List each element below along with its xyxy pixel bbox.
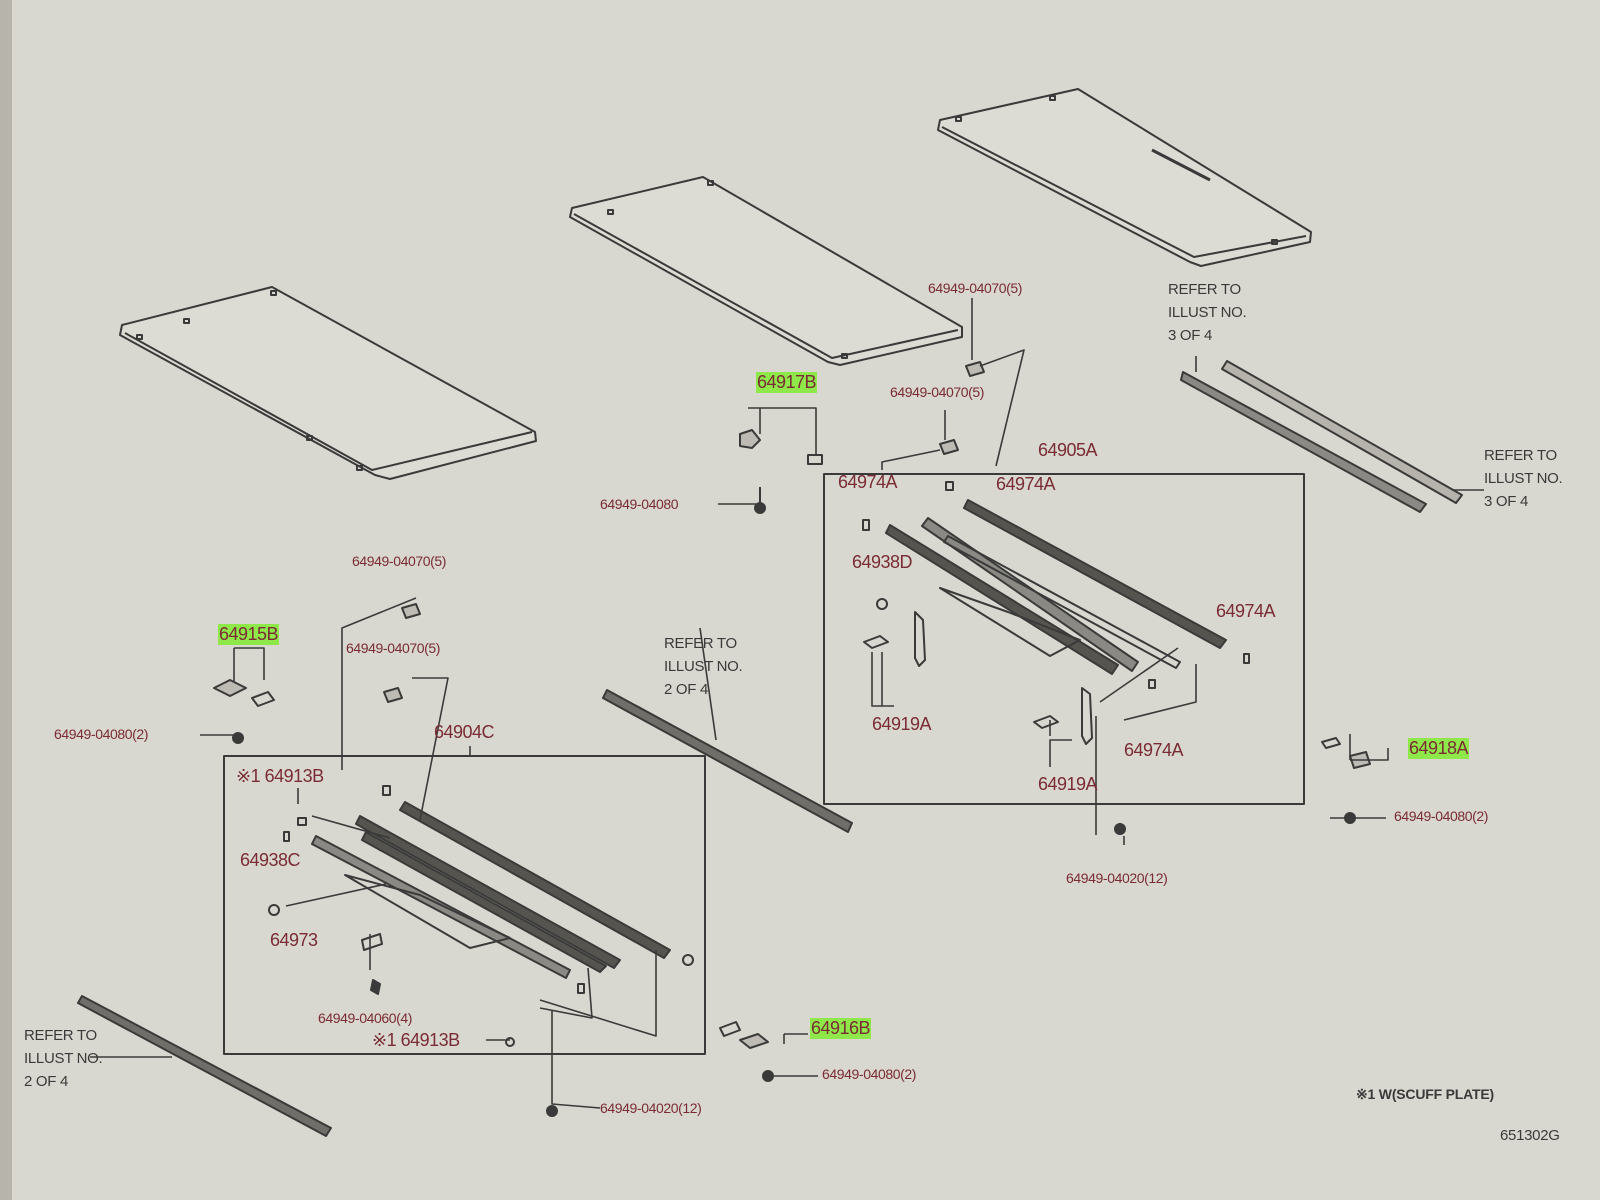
label-64916B: 64916B bbox=[810, 1018, 872, 1039]
refer-note-middle: REFER TO ILLUST NO. 2 OF 4 bbox=[664, 632, 743, 701]
label-64974A-2: 64974A bbox=[996, 474, 1056, 494]
panel-middle bbox=[569, 176, 963, 366]
clip-64917B bbox=[739, 429, 823, 514]
label-64938C: 64938C bbox=[240, 850, 301, 870]
label-64949-04020-bottom: 64949-04020(12) bbox=[600, 1100, 702, 1116]
panel-left bbox=[119, 286, 537, 480]
clip-64916B bbox=[719, 1021, 774, 1082]
label-64905A: 64905A bbox=[1038, 440, 1098, 460]
clip-64915B bbox=[213, 679, 275, 744]
label-64949-04060: 64949-04060(4) bbox=[318, 1010, 413, 1026]
refer-line: REFER TO bbox=[24, 1027, 97, 1044]
clip-64918A bbox=[1321, 737, 1371, 824]
assembly-box-right bbox=[823, 473, 1305, 805]
label-64974A-3: 64974A bbox=[1216, 601, 1276, 621]
rail-bottom-left bbox=[77, 995, 332, 1137]
label-64949-04070-left1: 64949-04070(5) bbox=[352, 553, 447, 569]
refer-line: ILLUST NO. bbox=[664, 658, 743, 675]
label-64974A-4: 64974A bbox=[1124, 740, 1184, 760]
label-64949-04080-left: 64949-04080(2) bbox=[54, 726, 149, 742]
label-64913B-1: ※1 64913B bbox=[236, 766, 324, 786]
bolts bbox=[383, 361, 1126, 1117]
refer-line: ILLUST NO. bbox=[1168, 304, 1247, 321]
label-64917B: 64917B bbox=[756, 372, 818, 393]
refer-line: REFER TO bbox=[664, 635, 737, 652]
label-64949-04070-top: 64949-04070(5) bbox=[928, 280, 1023, 296]
label-64949-04080-top: 64949-04080 bbox=[600, 496, 679, 512]
label-64974A-1: 64974A bbox=[838, 472, 898, 492]
label-64919A-2: 64919A bbox=[1038, 774, 1098, 794]
refer-line: ILLUST NO. bbox=[1484, 470, 1563, 487]
refer-line: ILLUST NO. bbox=[24, 1050, 103, 1067]
label-64918A: 64918A bbox=[1408, 738, 1470, 759]
label-64949-04080-right: 64949-04080(2) bbox=[1394, 808, 1489, 824]
rail-top-right bbox=[1180, 360, 1463, 513]
panel-right bbox=[937, 88, 1312, 267]
label-64949-04080-bottom: 64949-04080(2) bbox=[822, 1066, 917, 1082]
refer-line: 3 OF 4 bbox=[1484, 493, 1529, 510]
leader-lines bbox=[90, 298, 1484, 1109]
refer-line: 2 OF 4 bbox=[664, 681, 709, 698]
label-64973: 64973 bbox=[270, 930, 318, 950]
page-edge-left bbox=[0, 0, 12, 1200]
rail-middle bbox=[602, 689, 853, 833]
label-64915B: 64915B bbox=[218, 624, 280, 645]
footnote-scuff-plate: ※1 W(SCUFF PLATE) bbox=[1356, 1086, 1494, 1102]
label-64919A-1: 64919A bbox=[872, 714, 932, 734]
refer-note-bottom-left: REFER TO ILLUST NO. 2 OF 4 bbox=[24, 1024, 103, 1093]
assembly-box-left bbox=[223, 755, 706, 1055]
label-64913B-2: ※1 64913B bbox=[372, 1030, 460, 1050]
label-64904C: 64904C bbox=[434, 722, 495, 742]
refer-line: REFER TO bbox=[1168, 281, 1241, 298]
label-64949-04020-right: 64949-04020(12) bbox=[1066, 870, 1168, 886]
refer-note-right: REFER TO ILLUST NO. 3 OF 4 bbox=[1484, 444, 1563, 513]
refer-note-top-right: REFER TO ILLUST NO. 3 OF 4 bbox=[1168, 278, 1247, 347]
label-64949-04070-mid: 64949-04070(5) bbox=[890, 384, 985, 400]
label-64949-04070-left2: 64949-04070(5) bbox=[346, 640, 441, 656]
refer-line: 2 OF 4 bbox=[24, 1073, 69, 1090]
refer-line: REFER TO bbox=[1484, 447, 1557, 464]
refer-line: 3 OF 4 bbox=[1168, 327, 1213, 344]
drawing-id: 651302G bbox=[1500, 1127, 1560, 1144]
label-64938D: 64938D bbox=[852, 552, 913, 572]
